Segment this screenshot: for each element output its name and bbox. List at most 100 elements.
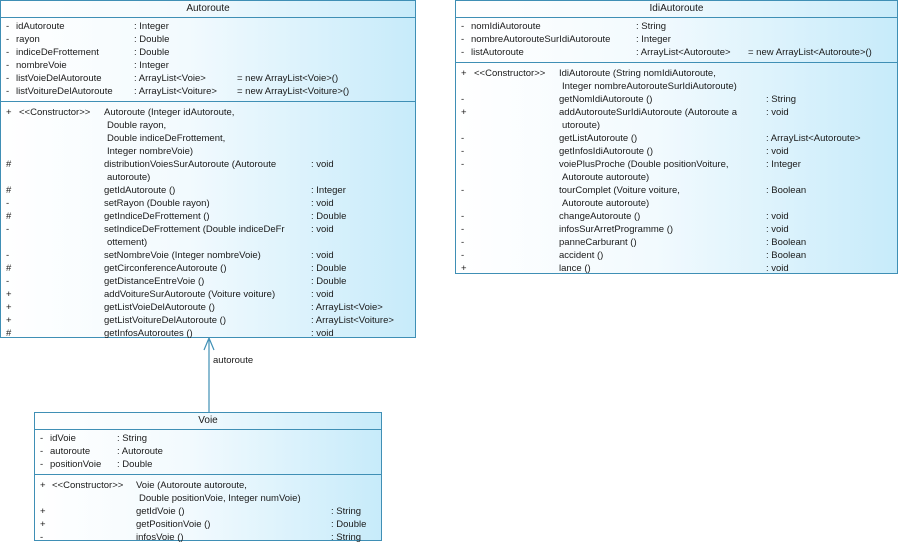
method-signature-line: voiePlusProche (Double positionVoiture, xyxy=(559,159,729,170)
attribute-type: : Integer xyxy=(636,34,671,45)
method-signature-line: accident () xyxy=(559,250,604,261)
attribute-name: autoroute xyxy=(50,446,91,457)
visibility-marker: + xyxy=(461,263,467,274)
visibility-marker: # xyxy=(6,263,12,274)
method-signature-line: setNombreVoie (Integer nombreVoie) xyxy=(104,250,261,261)
attribute-name: rayon xyxy=(16,34,40,45)
method-signature-line: addVoitureSurAutoroute (Voiture voiture) xyxy=(104,289,276,300)
method-signature-line: getNomIdiAutoroute () xyxy=(559,94,653,105)
methods-section: +<<Constructor>>Autoroute (Integer idAut… xyxy=(1,102,415,339)
method-return-type: : String xyxy=(331,532,362,543)
arrow-head-icon xyxy=(203,336,215,351)
attribute-initial-value: = new ArrayList<Voiture>() xyxy=(237,86,350,97)
method-signature-line: lance () xyxy=(559,263,591,274)
visibility-marker: + xyxy=(40,506,46,517)
attributes-section: -nomIdiAutoroute: String-nombreAutoroute… xyxy=(456,18,897,63)
class-voie[interactable]: Voie -idVoie: String-autoroute: Autorout… xyxy=(34,412,382,543)
attribute-name: idAutoroute xyxy=(16,21,65,32)
attribute-name: idVoie xyxy=(50,433,76,444)
visibility-marker: + xyxy=(461,68,467,79)
method-signature-line: getInfosAutoroutes () xyxy=(104,328,193,339)
visibility-marker: - xyxy=(6,86,10,97)
attribute-type: : Double xyxy=(134,34,170,45)
method-return-type: : void xyxy=(311,198,334,209)
method-return-type: : ArrayList<Voiture> xyxy=(311,315,394,326)
method-return-type: : void xyxy=(766,263,789,274)
method-signature-line: autoroute) xyxy=(107,172,151,183)
visibility-marker: + xyxy=(40,480,46,491)
class-idiautoroute[interactable]: IdiAutoroute -nomIdiAutoroute: String-no… xyxy=(455,0,898,274)
constructor-signature-line: Autoroute (Integer idAutoroute, xyxy=(104,107,235,118)
visibility-marker: - xyxy=(461,94,465,105)
visibility-marker: + xyxy=(6,107,12,118)
method-signature-line: getInfosIdiAutoroute () xyxy=(559,146,653,157)
method-return-type: : Boolean xyxy=(766,250,807,261)
visibility-marker: + xyxy=(6,315,12,326)
attribute-type: : Double xyxy=(134,47,170,58)
method-signature-line: infosSurArretProgramme () xyxy=(559,224,674,235)
visibility-marker: - xyxy=(461,47,465,58)
method-signature-line: getIdVoie () xyxy=(136,506,185,517)
attribute-initial-value: = new ArrayList<Autoroute>() xyxy=(748,47,872,58)
method-signature-line: getCirconferenceAutoroute () xyxy=(104,263,227,274)
attribute-name: indiceDeFrottement xyxy=(16,47,99,58)
method-return-type: : Boolean xyxy=(766,237,807,248)
attribute-name: nombreAutorouteSurIdiAutoroute xyxy=(471,34,611,45)
method-signature-line: getListAutoroute () xyxy=(559,133,638,144)
visibility-marker: # xyxy=(6,211,12,222)
constructor-signature-line: Double rayon, xyxy=(107,120,167,131)
method-signature-line: getPositionVoie () xyxy=(136,519,211,530)
method-signature-line: distributionVoiesSurAutoroute (Autoroute xyxy=(104,159,277,170)
attribute-type: : ArrayList<Autoroute> xyxy=(636,47,731,58)
constructor-stereotype: <<Constructor>> xyxy=(52,480,124,491)
attribute-type: : ArrayList<Voiture> xyxy=(134,86,217,97)
method-signature-line: changeAutoroute () xyxy=(559,211,641,222)
method-signature-line: addAutorouteSurIdiAutoroute (Autoroute a xyxy=(559,107,737,118)
attribute-type: : Double xyxy=(117,459,153,470)
visibility-marker: + xyxy=(40,519,46,530)
visibility-marker: - xyxy=(461,133,465,144)
association-label: autoroute xyxy=(213,355,253,366)
visibility-marker: # xyxy=(6,185,12,196)
methods-section: +<<Constructor>>Voie (Autoroute autorout… xyxy=(35,475,381,543)
method-signature-line: Autoroute autoroute) xyxy=(562,172,650,183)
attribute-type: : Integer xyxy=(134,60,169,71)
class-title: IdiAutoroute xyxy=(456,1,897,18)
visibility-marker: - xyxy=(461,211,465,222)
class-title: Autoroute xyxy=(1,1,415,18)
visibility-marker: - xyxy=(6,224,10,235)
visibility-marker: + xyxy=(461,107,467,118)
attribute-name: positionVoie xyxy=(50,459,102,470)
visibility-marker: - xyxy=(461,21,465,32)
method-return-type: : Integer xyxy=(311,185,346,196)
method-signature-line: tourComplet (Voiture voiture, xyxy=(559,185,680,196)
attribute-initial-value: = new ArrayList<Voie>() xyxy=(237,73,339,84)
method-signature-line: setIndiceDeFrottement (Double indiceDeFr xyxy=(104,224,285,235)
method-signature-line: panneCarburant () xyxy=(559,237,637,248)
method-signature-line: getListVoitureDelAutoroute () xyxy=(104,315,226,326)
class-autoroute[interactable]: Autoroute -idAutoroute: Integer-rayon: D… xyxy=(0,0,416,339)
visibility-marker: - xyxy=(6,60,10,71)
visibility-marker: - xyxy=(6,276,10,287)
method-signature-line: ottement) xyxy=(107,237,148,248)
method-return-type: : Double xyxy=(311,211,347,222)
visibility-marker: - xyxy=(40,433,44,444)
visibility-marker: # xyxy=(6,328,12,339)
method-return-type: : Double xyxy=(331,519,367,530)
visibility-marker: + xyxy=(6,289,12,300)
visibility-marker: # xyxy=(6,159,12,170)
visibility-marker: - xyxy=(461,146,465,157)
visibility-marker: - xyxy=(6,21,10,32)
method-signature-line: infosVoie () xyxy=(136,532,184,543)
method-return-type: : ArrayList<Voie> xyxy=(311,302,383,313)
attribute-name: listVoieDelAutoroute xyxy=(16,73,102,84)
method-return-type: : Integer xyxy=(766,159,801,170)
attribute-name: nomIdiAutoroute xyxy=(471,21,541,32)
attribute-type: : String xyxy=(117,433,148,444)
visibility-marker: - xyxy=(461,159,465,170)
attribute-type: : Autoroute xyxy=(117,446,163,457)
visibility-marker: - xyxy=(461,185,465,196)
visibility-marker: - xyxy=(40,446,44,457)
method-return-type: : void xyxy=(311,289,334,300)
